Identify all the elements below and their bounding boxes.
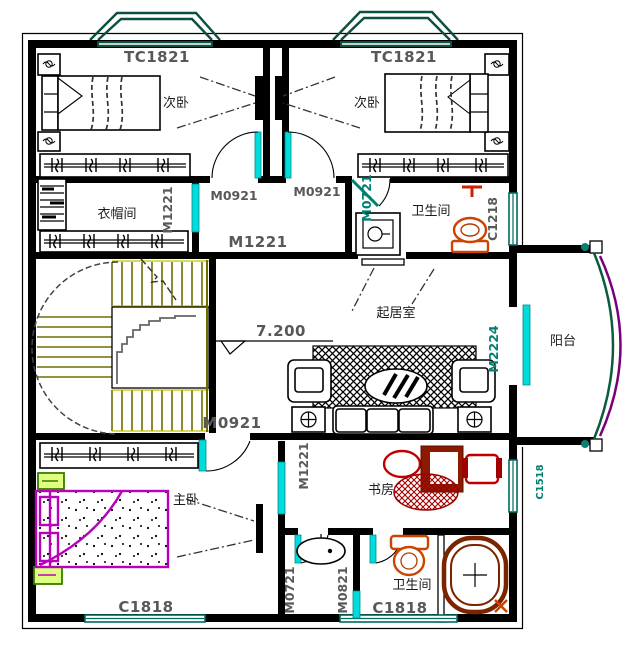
interior-window-bar xyxy=(256,504,263,553)
label-room-bedroom-right: 次卧 xyxy=(354,95,380,111)
bay-window-left xyxy=(89,11,221,41)
label-room-bedroom-left: 次卧 xyxy=(163,95,189,111)
label-door-m0921-left: M0921 xyxy=(210,188,257,203)
door-m0921-living xyxy=(198,439,251,472)
label-door-m1221-study: M1221 xyxy=(296,442,311,489)
wardrobe xyxy=(39,442,199,469)
label-elevation: 7.200 xyxy=(256,322,306,340)
label-door-m0921-right: M0921 xyxy=(293,184,340,199)
label-room-study: 书房 xyxy=(368,482,394,498)
label-door-m0721-top: M0721 xyxy=(359,174,374,221)
door-m2224-balcony xyxy=(522,304,531,386)
sink-icon xyxy=(296,534,346,565)
master-bed xyxy=(34,489,170,569)
labels: TC1821 TC1821 次卧 次卧 衣帽间 M1221 M0921 M092… xyxy=(97,48,576,617)
outer-boundary-line xyxy=(21,32,524,630)
bathroom-bottom xyxy=(296,534,509,615)
label-room-master: 主卧 xyxy=(173,493,199,508)
interior-window-bar xyxy=(255,76,263,120)
label-room-bath-top: 卫生间 xyxy=(411,204,450,219)
interior-window-bar xyxy=(275,76,283,120)
break-line xyxy=(140,258,177,301)
cloakroom xyxy=(37,178,189,253)
label-window-c1218: C1218 xyxy=(485,197,500,241)
rug xyxy=(393,473,459,511)
label-window-c1518: C1518 xyxy=(535,464,546,499)
bed-headboard xyxy=(41,75,59,131)
staircase xyxy=(31,258,210,435)
door-bath-partition xyxy=(352,590,361,619)
end-table-right xyxy=(457,406,492,433)
label-room-cloakroom: 衣帽间 xyxy=(97,206,136,222)
door-m1221-hall-sill xyxy=(361,258,405,266)
desk-chair xyxy=(382,449,422,479)
wardrobe xyxy=(357,153,509,178)
bedroom-top-left xyxy=(37,53,263,178)
master-bedroom xyxy=(33,442,263,585)
toilet-icon xyxy=(450,216,490,254)
door-m0921-right xyxy=(284,131,335,179)
shower-icon xyxy=(462,185,482,197)
windows xyxy=(84,41,518,623)
side-chair xyxy=(462,453,502,485)
balcony xyxy=(581,240,622,452)
study xyxy=(382,445,502,511)
label-door-m2224: M2224 xyxy=(486,325,501,373)
label-door-m0921-living: M0921 xyxy=(202,414,261,432)
stair-sweep-arc xyxy=(31,261,119,435)
bedroom-top-right xyxy=(275,53,510,178)
label-window-c1818-bath: C1818 xyxy=(372,599,427,617)
label-door-m1221-hall: M1221 xyxy=(228,233,287,251)
bathroom-top xyxy=(355,185,490,256)
label-window-c1818-master: C1818 xyxy=(118,598,173,616)
sofa-set xyxy=(287,345,496,435)
door-m1221-cloak xyxy=(191,183,200,233)
wardrobe xyxy=(39,230,189,253)
label-door-m0821-bottom: M0821 xyxy=(335,566,350,613)
label-door-m1221-cloak: M1221 xyxy=(160,186,175,233)
door-m0921-left xyxy=(211,131,262,179)
end-table-left xyxy=(291,406,326,433)
toilet-icon xyxy=(389,534,430,577)
stair-profile-line xyxy=(116,315,196,384)
bed xyxy=(57,75,161,131)
bed-headboard xyxy=(469,73,489,133)
bathtub-icon xyxy=(441,535,509,615)
label-door-m0721-bottom: M0721 xyxy=(282,566,297,613)
label-room-bath-bottom: 卫生间 xyxy=(392,578,431,593)
door-m1221-study xyxy=(277,461,286,515)
balcony-curve-inner xyxy=(592,252,615,440)
balcony-curve-outer xyxy=(598,255,622,437)
door-m0721-top xyxy=(350,178,391,208)
bay-window-right xyxy=(332,10,459,41)
label-room-living: 起居室 xyxy=(376,305,415,321)
label-window-tc1821-right: TC1821 xyxy=(371,48,437,66)
bed xyxy=(384,73,471,133)
elevation-marker xyxy=(215,340,333,355)
label-room-balcony: 阳台 xyxy=(550,334,576,349)
living-leader-lines xyxy=(351,267,435,312)
label-window-tc1821-left: TC1821 xyxy=(124,48,190,66)
faucet-icon xyxy=(494,599,508,613)
wardrobe xyxy=(39,153,191,178)
coffee-table xyxy=(364,368,428,404)
